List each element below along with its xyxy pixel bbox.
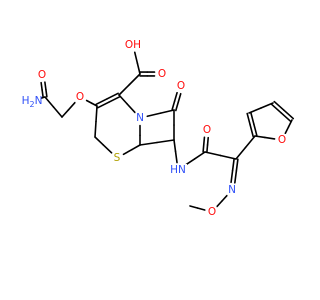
bond-c11-o11-b: [202, 136, 206, 146]
bond-ch2-ca: [44, 96, 55, 108]
bond-c4-c2: [94, 120, 97, 138]
bond-oe-ch2: [61, 108, 70, 118]
atom-label-o-methoxy: O: [208, 206, 216, 218]
atom-label-o-carboxyl: O: [158, 68, 166, 80]
bond-c8-o8-b: [173, 91, 178, 102]
bond-s5-c4: [102, 144, 113, 154]
bond-ca-oa-a: [44, 81, 47, 91]
bond-c10-c3: [118, 83, 131, 96]
bond-c12-n13-b: [234, 170, 238, 184]
atom-label-layer: OH H2N O O O O N S HN O O N O: [22, 39, 287, 218]
bond-c12-n13-b: [235, 158, 239, 172]
bond-c10-c3: [128, 73, 141, 86]
bond-c2-oe: [85, 99, 93, 105]
bond-c11-o11-b: [202, 143, 205, 153]
atom-label-background: [277, 134, 287, 146]
bond-c4-c2: [95, 105, 98, 123]
bond-c7-c6: [156, 139, 175, 144]
bond-c3-c2-a: [95, 98, 108, 106]
atom-label-background: [169, 164, 187, 176]
bond-c11-c12: [204, 151, 222, 157]
bond-c7-c6: [139, 141, 158, 146]
bond-oe-ch2: [67, 101, 76, 111]
atom-label-background: [37, 69, 47, 81]
atom-label-background: [202, 124, 212, 136]
bond-o14-me: [196, 207, 206, 211]
bond-ch2-ca: [52, 106, 63, 118]
bond-c12-f1: [235, 146, 247, 160]
molecule-structure-diagram: OH H2N O O O O N S HN O O N O: [22, 39, 295, 218]
bond-c12-f1: [244, 135, 256, 149]
bond-c12-n13-a: [231, 157, 235, 172]
bond-c3-c2-a: [106, 92, 119, 100]
bond-c11-o11-a: [206, 136, 210, 146]
bond-ca-oa-b: [41, 89, 44, 99]
h2n-h: H: [22, 95, 30, 107]
bond-f4-f5: [287, 119, 293, 128]
bond-ca-oa-a: [45, 88, 48, 98]
atom-label-h2n: H2N: [22, 95, 43, 109]
bond-layer: [38, 51, 295, 211]
bond-n13-o14: [216, 200, 223, 208]
bond-nh-c11: [193, 151, 206, 160]
bond-o14-me: [189, 205, 199, 209]
bond-c3-n1: [126, 102, 136, 114]
bond-c3-c2-b: [97, 101, 110, 109]
atom-label-s-ring: S: [114, 152, 121, 164]
bond-f2-f3: [260, 102, 274, 109]
atom-label-o-ether: O: [76, 91, 84, 103]
bond-n1-c8: [146, 112, 162, 118]
h2n-subscript: 2: [29, 100, 34, 109]
atom-label-o-lactam: O: [177, 80, 185, 92]
bond-f1-f2-b: [249, 124, 254, 138]
bond-c8-o8-a: [175, 101, 180, 112]
atom-label-n-oxime: N: [228, 184, 236, 196]
bond-c12-n13-a: [230, 169, 234, 184]
bond-n13-o14: [221, 194, 228, 202]
bond-f4-f5: [284, 125, 290, 135]
bond-c3-c2-b: [108, 95, 121, 103]
atom-label-background: [176, 80, 186, 92]
atom-label-nh: HN: [170, 164, 186, 176]
bond-f5-f1: [263, 136, 276, 140]
bond-f3-f4-b: [282, 109, 295, 120]
atom-label-oh: OH: [125, 39, 141, 51]
bond-c7-nh: [173, 139, 177, 153]
bond-c2-oe: [91, 102, 98, 107]
bond-ca-oa-b: [40, 81, 43, 91]
atom-h2n-group: H2N: [22, 95, 43, 109]
bond-f1-f2-a: [250, 111, 255, 125]
atom-label-background: [227, 184, 237, 196]
atom-label-background: [75, 91, 85, 103]
atom-oh-group: OH: [124, 39, 142, 51]
bond-f3-f4-a: [280, 112, 292, 123]
h2n-n: N: [35, 95, 43, 107]
bond-f1-f2-b: [246, 112, 251, 126]
atom-label-o-amide: O: [38, 69, 46, 81]
atom-label-background: [112, 152, 122, 164]
atom-label-background: [23, 95, 41, 107]
bond-n1-c8: [159, 109, 175, 114]
bond-f1-f2-a: [253, 123, 258, 137]
bond-f5-f1: [254, 135, 266, 139]
bond-oh-c10: [133, 51, 139, 64]
bond-f3-f4-a: [270, 103, 283, 114]
bond-s5-c4: [94, 136, 105, 146]
atom-label-background: [124, 39, 142, 51]
atom-label-background: [157, 68, 167, 80]
atom-label-o-furan: O: [278, 134, 286, 146]
atom-label-background: [135, 112, 145, 124]
bond-c8-o8-a: [177, 92, 182, 103]
atom-label-o-carbonyl2: O: [203, 124, 211, 136]
bond-c6-s5: [130, 144, 141, 151]
bond-c11-o11-a: [206, 144, 209, 153]
atom-label-background: [207, 206, 217, 218]
atom-label-n-ring: N: [136, 112, 144, 124]
bond-f2-f3: [248, 107, 262, 114]
bond-c6-s5: [122, 148, 133, 156]
bond-f3-f4-b: [273, 100, 285, 111]
bond-c8-o8-b: [171, 100, 176, 111]
bond-c7-nh: [174, 150, 178, 164]
